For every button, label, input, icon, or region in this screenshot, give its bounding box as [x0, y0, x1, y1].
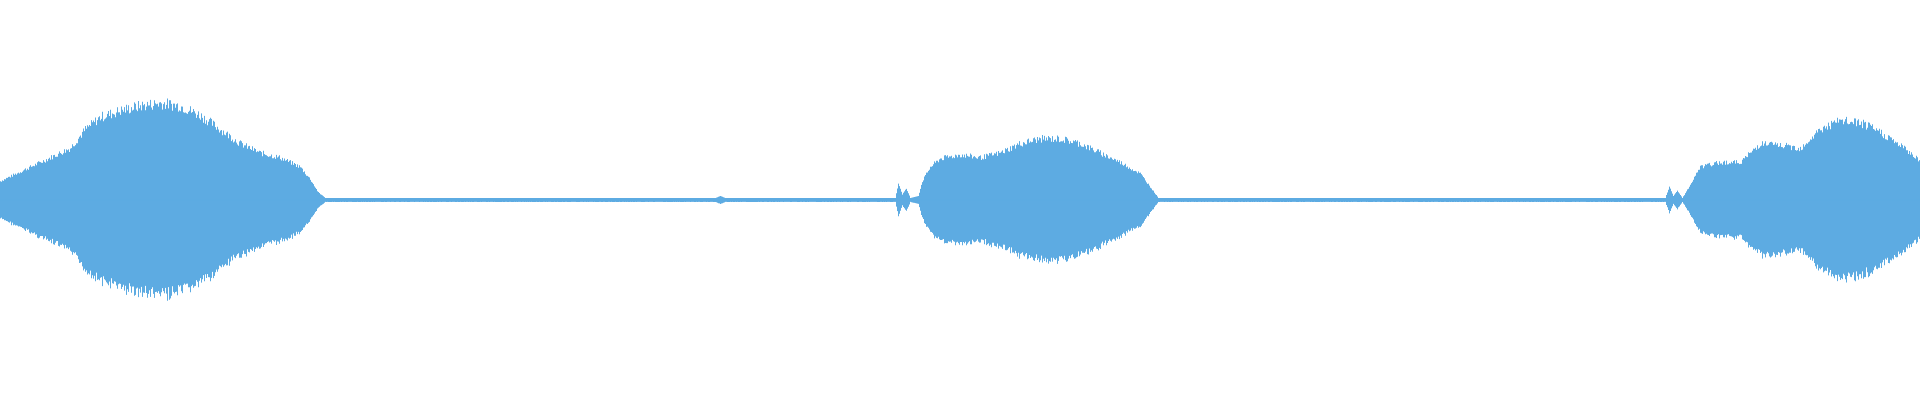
waveform-bars [0, 98, 1920, 301]
